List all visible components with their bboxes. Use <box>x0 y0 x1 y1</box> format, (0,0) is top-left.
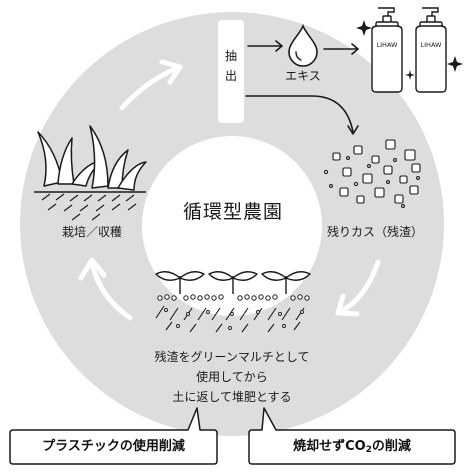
callout-right-subscript: 2 <box>365 445 372 455</box>
arrow-to-bottles <box>323 43 359 55</box>
extraction-label-char-2: 出 <box>224 69 237 83</box>
bottle-brand-left: LIHAW <box>376 41 398 49</box>
essence-drop-icon <box>288 23 318 67</box>
extraction-bar <box>218 20 244 123</box>
callout-right-suffix: の削減 <box>371 439 411 454</box>
cycle-arrow-right <box>335 259 381 317</box>
cycle-ring <box>20 12 445 436</box>
mulch-text-line-1: 残渣をグリーンマルチとして <box>154 350 310 364</box>
product-bottle-left-icon <box>371 7 403 93</box>
harvest-grass-icon <box>34 125 147 221</box>
center-title: 循環型農園 <box>182 201 283 223</box>
sparkle-icons <box>356 20 463 80</box>
arrow-to-residue <box>245 95 359 135</box>
essence-label: エキス <box>285 69 321 83</box>
residue-particles-icon <box>323 139 421 208</box>
residue-label: 残りカス（残渣） <box>326 225 423 239</box>
cultivation-label: 栽培／収穫 <box>61 225 122 239</box>
callout-right-text: 焼却せずCO2の削減 <box>249 440 455 455</box>
seedlings-mulch-icon <box>155 271 311 333</box>
callout-left-box <box>9 407 218 465</box>
mulch-text-line-2: 使用してから <box>196 370 268 384</box>
product-bottle-right-icon <box>415 7 447 93</box>
callout-left-text: プラスチックの使用削減 <box>42 439 185 454</box>
arrow-to-essence <box>247 40 283 52</box>
cycle-arrow-top-left <box>119 59 183 111</box>
callout-right-prefix: 焼却せずCO <box>293 439 366 454</box>
mulch-text-line-3: 土に返して堆肥とする <box>172 390 292 404</box>
callout-right-box <box>248 407 456 465</box>
cycle-arrow-left <box>78 257 133 321</box>
bottle-brand-right: LIHAW <box>420 41 442 49</box>
extraction-label-char-1: 抽 <box>224 49 237 63</box>
